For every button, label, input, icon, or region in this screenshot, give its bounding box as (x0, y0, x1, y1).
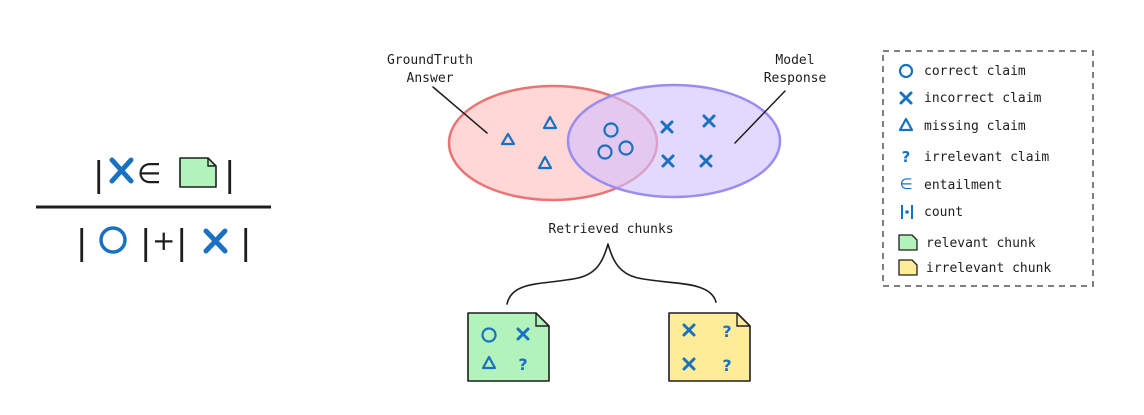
cross-icon (661, 154, 675, 168)
legend-box (882, 50, 1094, 287)
legend-label-missing-claim: missing claim (924, 119, 1026, 134)
cross-icon (682, 323, 696, 337)
cross-icon (899, 91, 913, 105)
element-of-icon: ∈ (899, 175, 912, 193)
triangle-icon (542, 115, 558, 130)
retrieved-chunks-label: Retrieved chunks (548, 222, 673, 237)
ground-truth-pointer (432, 86, 488, 134)
cross-icon (516, 327, 530, 341)
venn-diagram: GroundTruth Answer Model Response (387, 53, 827, 202)
legend-label-irrelevant-claim: irrelevant claim (924, 150, 1049, 165)
legend-label-entailment: entailment (924, 178, 1002, 193)
model-response-pointer (734, 90, 786, 144)
formula-numerator-bar-right: | (224, 155, 235, 195)
cross-icon (109, 157, 134, 184)
plus-symbol: + (152, 224, 175, 257)
legend-label-correct-claim: correct claim (924, 64, 1026, 79)
cross-icon (660, 120, 674, 134)
circle-icon (603, 122, 619, 138)
formula-denominator-bar-2: | (140, 223, 151, 263)
triangle-icon (898, 117, 914, 132)
ground-truth-label-line2: Answer (407, 71, 454, 86)
formula: | ∈ | | | + | | (36, 155, 271, 263)
formula-numerator-bar-left: | (93, 155, 104, 195)
circle-icon (99, 226, 127, 254)
element-of-symbol: ∈ (137, 157, 161, 190)
cross-icon (682, 357, 696, 371)
question-icon: ? (722, 356, 731, 375)
question-icon: ? (902, 148, 911, 166)
ground-truth-label-line1: GroundTruth (387, 53, 473, 68)
irrelevant-chunk-document: ? ? (668, 312, 751, 382)
triangle-icon (500, 132, 516, 146)
retrieved-chunks: Retrieved chunks ? ? ? (467, 222, 751, 382)
formula-denominator-bar-3: | (176, 223, 187, 263)
legend-label-irrelevant-chunk: irrelevant chunk (926, 261, 1051, 276)
circle-icon (898, 63, 914, 79)
green-chunk-icon (898, 234, 918, 251)
model-response-ellipse (566, 83, 782, 199)
legend-label-incorrect-claim: incorrect claim (924, 91, 1042, 106)
count-icon (901, 205, 913, 219)
curly-brace (506, 243, 717, 305)
formula-denominator-bar-1: | (76, 223, 87, 263)
model-response-label-line2: Response (764, 71, 827, 86)
circle-icon (597, 144, 613, 160)
circle-icon (618, 140, 634, 156)
relevant-chunk-document: ? (467, 312, 550, 382)
model-response-label-line1: Model (775, 53, 814, 68)
cross-icon (203, 228, 228, 254)
question-icon: ? (518, 355, 527, 374)
legend: correct claim incorrect claim missing cl… (882, 50, 1094, 287)
legend-label-count: count (924, 205, 963, 220)
question-icon: ? (722, 322, 731, 341)
yellow-chunk-icon (898, 259, 918, 276)
triangle-icon (481, 355, 497, 370)
legend-label-relevant-chunk: relevant chunk (926, 236, 1036, 251)
formula-denominator-bar-4: | (240, 223, 251, 263)
circle-icon (481, 327, 497, 343)
triangle-icon (537, 155, 553, 170)
cross-icon (702, 114, 716, 128)
cross-icon (699, 154, 713, 168)
green-chunk-icon (179, 157, 217, 188)
